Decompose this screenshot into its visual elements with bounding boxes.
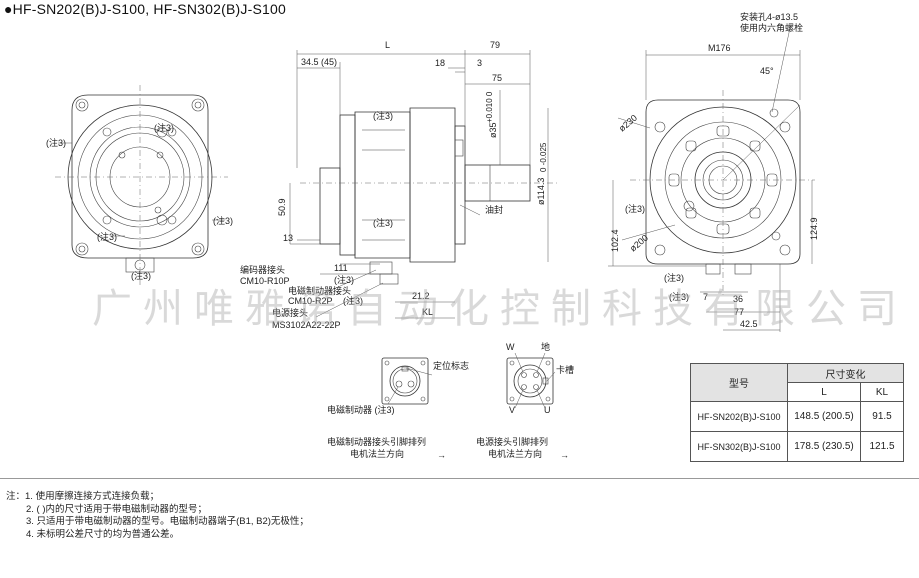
dim-label: ø230 [617, 113, 639, 134]
power-connector-model: MS3102A22-22P [272, 320, 341, 330]
note-label: (注3) [213, 215, 233, 226]
brake-pinout-caption-2: 电机法兰方向 [350, 448, 404, 459]
pin-w-label: W [506, 342, 515, 352]
side-view: L 34.5 (45) 18 79 3 75 ø35 +0.010 0 ø114… [240, 40, 560, 330]
brake-connector-model: CM10-R2P [288, 296, 333, 306]
dim-label: 124.9 [809, 217, 819, 240]
table-header-dims: 尺寸变化 [787, 363, 904, 383]
dim-label: 7 [703, 292, 708, 302]
notes-block: 注：1. 使用摩擦连接方式连接负载； 2. ( )内的尺寸适用于带电磁制动器的型… [6, 491, 309, 541]
dim-label: 13 [283, 233, 293, 243]
table-cell-model: HF-SN302(B)J-S100 [690, 431, 788, 462]
note-label: (注3) [664, 272, 684, 283]
note-item: 1. 使用摩擦连接方式连接负载； [25, 491, 160, 502]
dim-label: L [385, 40, 390, 50]
dim-label: ø200 [628, 233, 650, 254]
oil-seal-label: 油封 [485, 204, 503, 215]
pin-ground-label: 地 [541, 341, 550, 352]
encoder-connector-model: CM10-R10P [240, 276, 290, 286]
note-label: (注3) [625, 203, 645, 214]
brake-connector-label: 电磁制动器接头 [288, 285, 351, 296]
table-header-model: 型号 [690, 363, 788, 402]
note-label: (注3) [97, 231, 117, 242]
encoder-connector-label: 编码器接头 [240, 264, 285, 275]
power-pinout-caption-2: 电机法兰方向 [488, 448, 542, 459]
dim-label: 42.5 [740, 319, 758, 329]
note-label: (注3) [669, 291, 689, 302]
note-label: (注3) [46, 137, 66, 148]
arrow-icon: → [437, 450, 446, 460]
dim-label: 102.4 [610, 229, 620, 252]
dim-label: 79 [490, 40, 500, 50]
note-label: (注3) [334, 274, 354, 285]
brake-label: 电磁制动器 (注3) [327, 404, 395, 415]
table-row: HF-SN302(B)J-S100 178.5 (230.5) 121.5 [690, 431, 904, 462]
brake-connector-detail: 定位标志 电磁制动器 (注3) 电磁制动器接头引脚排列 电机法兰方向 → [327, 357, 469, 460]
power-connector-detail: W 地 卡槽 V U 电源接头引脚排列 电机法兰方向 → [476, 341, 574, 460]
note-label: (注3) [373, 217, 393, 228]
divider [0, 478, 919, 479]
table-header-KL: KL [860, 382, 904, 402]
arrow-icon: → [560, 450, 569, 460]
dim-label: ø114.3 [536, 178, 546, 205]
note-item: 2. ( )内的尺寸适用于带电磁制动器的型号； [26, 503, 208, 515]
page-title: ●HF-SN202(B)J-S100, HF-SN302(B)J-S100 [4, 1, 286, 17]
watermark: 广州唯雅诺自动化控制科技有限公司 [92, 286, 908, 332]
dim-label: 34.5 (45) [301, 57, 337, 67]
dim-label: 36 [733, 294, 743, 304]
table-cell-L: 178.5 (230.5) [787, 431, 861, 462]
positioning-mark-label: 定位标志 [433, 360, 469, 371]
mount-hole-sub-label: 使用内六角螺栓 [740, 22, 803, 33]
dim-label: 18 [435, 58, 445, 68]
dim-tolerance: 0 -0.025 [539, 142, 548, 172]
power-connector-label: 电源接头 [272, 307, 308, 318]
dimension-table: 型号 尺寸变化 L KL HF-SN202(B)J-S100 148.5 (20… [690, 363, 904, 462]
notes-prefix: 注： [6, 491, 26, 502]
dim-label: 21.2 [412, 291, 430, 301]
note-item: 3. 只适用于带电磁制动器的型号。电磁制动器端子(B1, B2)无极性； [26, 516, 309, 527]
dim-label: 3 [477, 58, 482, 68]
brake-pinout-caption: 电磁制动器接头引脚排列 [327, 436, 426, 447]
table-cell-KL: 91.5 [860, 401, 904, 432]
dim-label: 45° [760, 66, 774, 76]
note-label: (注3) [154, 122, 174, 133]
table-row: HF-SN202(B)J-S100 148.5 (200.5) 91.5 [690, 401, 904, 432]
keyway-label: 卡槽 [556, 364, 574, 375]
dim-label: 75 [492, 73, 502, 83]
table-cell-L: 148.5 (200.5) [787, 401, 861, 432]
front-view: (注3) (注3) (注3) (注3) (注3) [46, 85, 233, 285]
note-item: 4. 未标明公差尺寸的均为普通公差。 [26, 528, 180, 540]
dim-label: 77 [734, 307, 744, 317]
dim-label: ø35 [488, 122, 498, 138]
pin-v-label: V [509, 405, 515, 415]
mount-hole-label: 安装孔4-ø13.5 [740, 11, 798, 22]
pin-u-label: U [544, 405, 551, 415]
note-label: (注3) [343, 295, 363, 306]
dim-label: 111 [334, 263, 348, 273]
dim-tolerance: +0.010 0 [485, 91, 494, 123]
note-label: (注3) [131, 270, 151, 281]
dim-label: 50.9 [277, 198, 287, 216]
note-label: (注3) [373, 110, 393, 121]
table-cell-KL: 121.5 [860, 431, 904, 462]
dim-label: M176 [708, 43, 731, 53]
table-header-L: L [787, 382, 861, 402]
power-pinout-caption: 电源接头引脚排列 [476, 436, 548, 447]
dim-label: KL [422, 307, 433, 317]
table-cell-model: HF-SN202(B)J-S100 [690, 401, 788, 432]
